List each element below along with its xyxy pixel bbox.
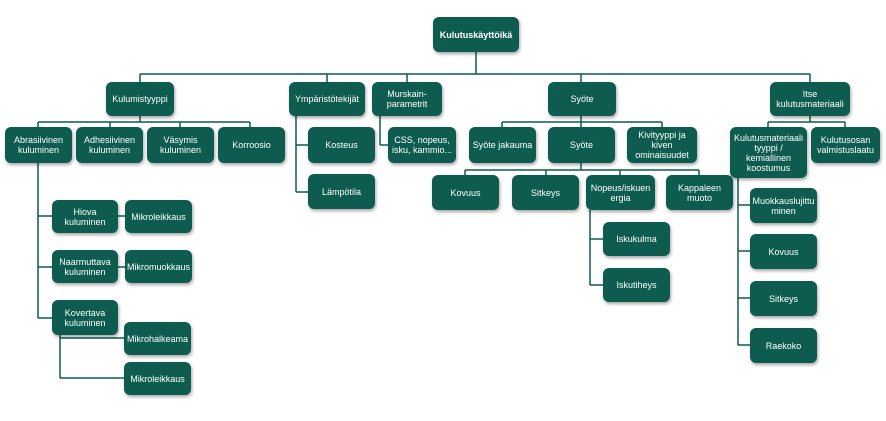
node-kosteus: Kosteus <box>308 127 375 163</box>
node-kappaleen-muoto: Kappaleen muoto <box>666 175 733 210</box>
node-itse-sitkeys: Sitkeys <box>750 281 817 316</box>
node-kulumistyyppi: Kulumistyyppi <box>106 82 174 116</box>
node-syote-sitkeys: Sitkeys <box>512 175 579 210</box>
node-itse-kulutusmateriaali: Itse kulutusmateriaali <box>770 82 850 116</box>
node-mikroleikkaus-2: Mikroleikkaus <box>124 362 191 395</box>
node-kivityyppi-ja-kiven-ominaisuudet: Kivityyppi ja kiven ominaisuudet <box>627 127 697 163</box>
node-naarmuttava-kuluminen: Naarmuttava kuluminen <box>52 250 118 283</box>
node-itse-kovuus: Kovuus <box>750 234 817 269</box>
node-nopeus-iskuenergia: Nopeus/iskuen ergia <box>586 175 655 210</box>
node-syote-jakauma: Syöte jakauma <box>469 127 536 163</box>
node-kulutuskayttoika: Kulutuskäyttöikä <box>433 17 519 52</box>
node-kovertava-kuluminen: Kovertava kuluminen <box>52 300 118 335</box>
node-iskukulma: Iskukulma <box>603 222 670 256</box>
node-muokkauslujittuminen: Muokkauslujittu minen <box>750 188 817 223</box>
node-raekoko: Raekoko <box>750 328 817 363</box>
node-abrasiivinen-kuluminen: Abrasiivinen kuluminen <box>5 127 72 163</box>
node-adhesiivinen-kuluminen: Adhesiivinen kuluminen <box>76 127 143 163</box>
node-korroosio: Korroosio <box>218 127 285 163</box>
node-mikroleikkaus-1: Mikroleikkaus <box>125 200 192 233</box>
node-mikrohalkeama: Mikrohalkeama <box>124 322 191 355</box>
node-iskutiheys: Iskutiheys <box>603 268 670 302</box>
node-hiova-kuluminen: Hiova kuluminen <box>52 200 118 233</box>
node-murskainparametrit: Murskain- parametrit <box>372 82 442 116</box>
node-kulutusmateriaali-tyyppi: Kulutusmateriaali tyyppi / kemiallinen k… <box>730 127 807 178</box>
node-syote: Syöte <box>548 82 616 116</box>
node-vasymis-kuluminen: Väsymis kuluminen <box>147 127 214 163</box>
node-mikromuokkaus: Mikromuokkaus <box>125 250 192 283</box>
node-css-nopeus-isku-kammio: CSS, nopeus, isku, kammio... <box>388 127 456 163</box>
node-syote-kovuus: Kovuus <box>432 175 499 210</box>
node-kulutusosan-valmistuslaatu: Kulutusosan valmistuslaatu <box>811 127 880 163</box>
node-syote-2: Syöte <box>548 127 615 163</box>
node-ymparistotekijat: Ympäristötekijät <box>289 82 365 116</box>
node-lampotila: Lämpötila <box>308 174 375 209</box>
